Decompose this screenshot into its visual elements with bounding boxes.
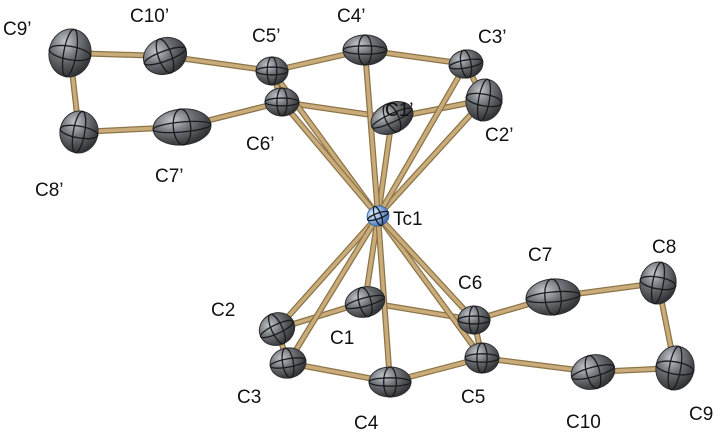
atom-c3p (448, 49, 484, 79)
label-c8-prime: C8’ (35, 180, 64, 201)
label-c1: C1 (330, 328, 354, 349)
atom-c7p (152, 108, 212, 146)
bond-tc1-c3 (286, 214, 380, 365)
label-c4: C4 (354, 413, 379, 434)
label-c7: C7 (528, 245, 552, 266)
atom-c5p (255, 56, 289, 86)
bond-tc1-c2p (376, 98, 486, 218)
atom-c1p (370, 101, 414, 135)
atom-c9 (655, 345, 695, 391)
atom-c6p (264, 87, 300, 117)
label-c3-prime: C3’ (478, 27, 507, 48)
label-c10-prime: C10’ (130, 6, 169, 27)
label-tc1: Tc1 (393, 209, 423, 230)
atom-c9p (48, 28, 92, 78)
label-c4-prime: C4’ (337, 6, 366, 27)
label-c8: C8 (652, 237, 676, 258)
atom-c8p (59, 110, 99, 154)
bond-tc1-c6 (376, 214, 476, 322)
label-c2-prime: C2’ (485, 125, 514, 146)
atom-c2p (465, 78, 503, 122)
atom-c3 (269, 347, 307, 379)
atom-c1 (344, 286, 386, 318)
label-c2: C2 (211, 300, 235, 321)
bond-tc1-c4p (363, 48, 380, 218)
bond-tc1-c5 (376, 214, 484, 360)
bond-tc1-c3p (376, 62, 468, 218)
atom-c7 (525, 278, 581, 316)
atom-c6 (457, 305, 491, 335)
label-c9-prime: C9’ (3, 19, 32, 40)
label-c10: C10 (566, 412, 601, 433)
atoms (48, 28, 695, 398)
atom-c5 (464, 342, 500, 374)
label-c6: C6 (458, 273, 482, 294)
atom-c10p (142, 36, 188, 76)
bond-tc1-c6p (280, 100, 380, 218)
atom-tc1 (366, 205, 390, 227)
label-c3: C3 (237, 387, 261, 408)
label-c5-prime: C5’ (252, 26, 281, 47)
label-c9: C9 (689, 404, 713, 425)
atom-c4p (342, 34, 388, 66)
label-c1-prime: C1’ (385, 100, 414, 121)
label-c7-prime: C7’ (155, 166, 184, 187)
label-c6-prime: C6’ (246, 134, 275, 155)
atom-c4 (368, 366, 412, 398)
atom-c10 (570, 354, 616, 390)
bond-tc1-c2 (275, 214, 380, 331)
atom-c2 (258, 312, 296, 346)
label-c5: C5 (461, 387, 485, 408)
atom-c8 (639, 261, 677, 305)
